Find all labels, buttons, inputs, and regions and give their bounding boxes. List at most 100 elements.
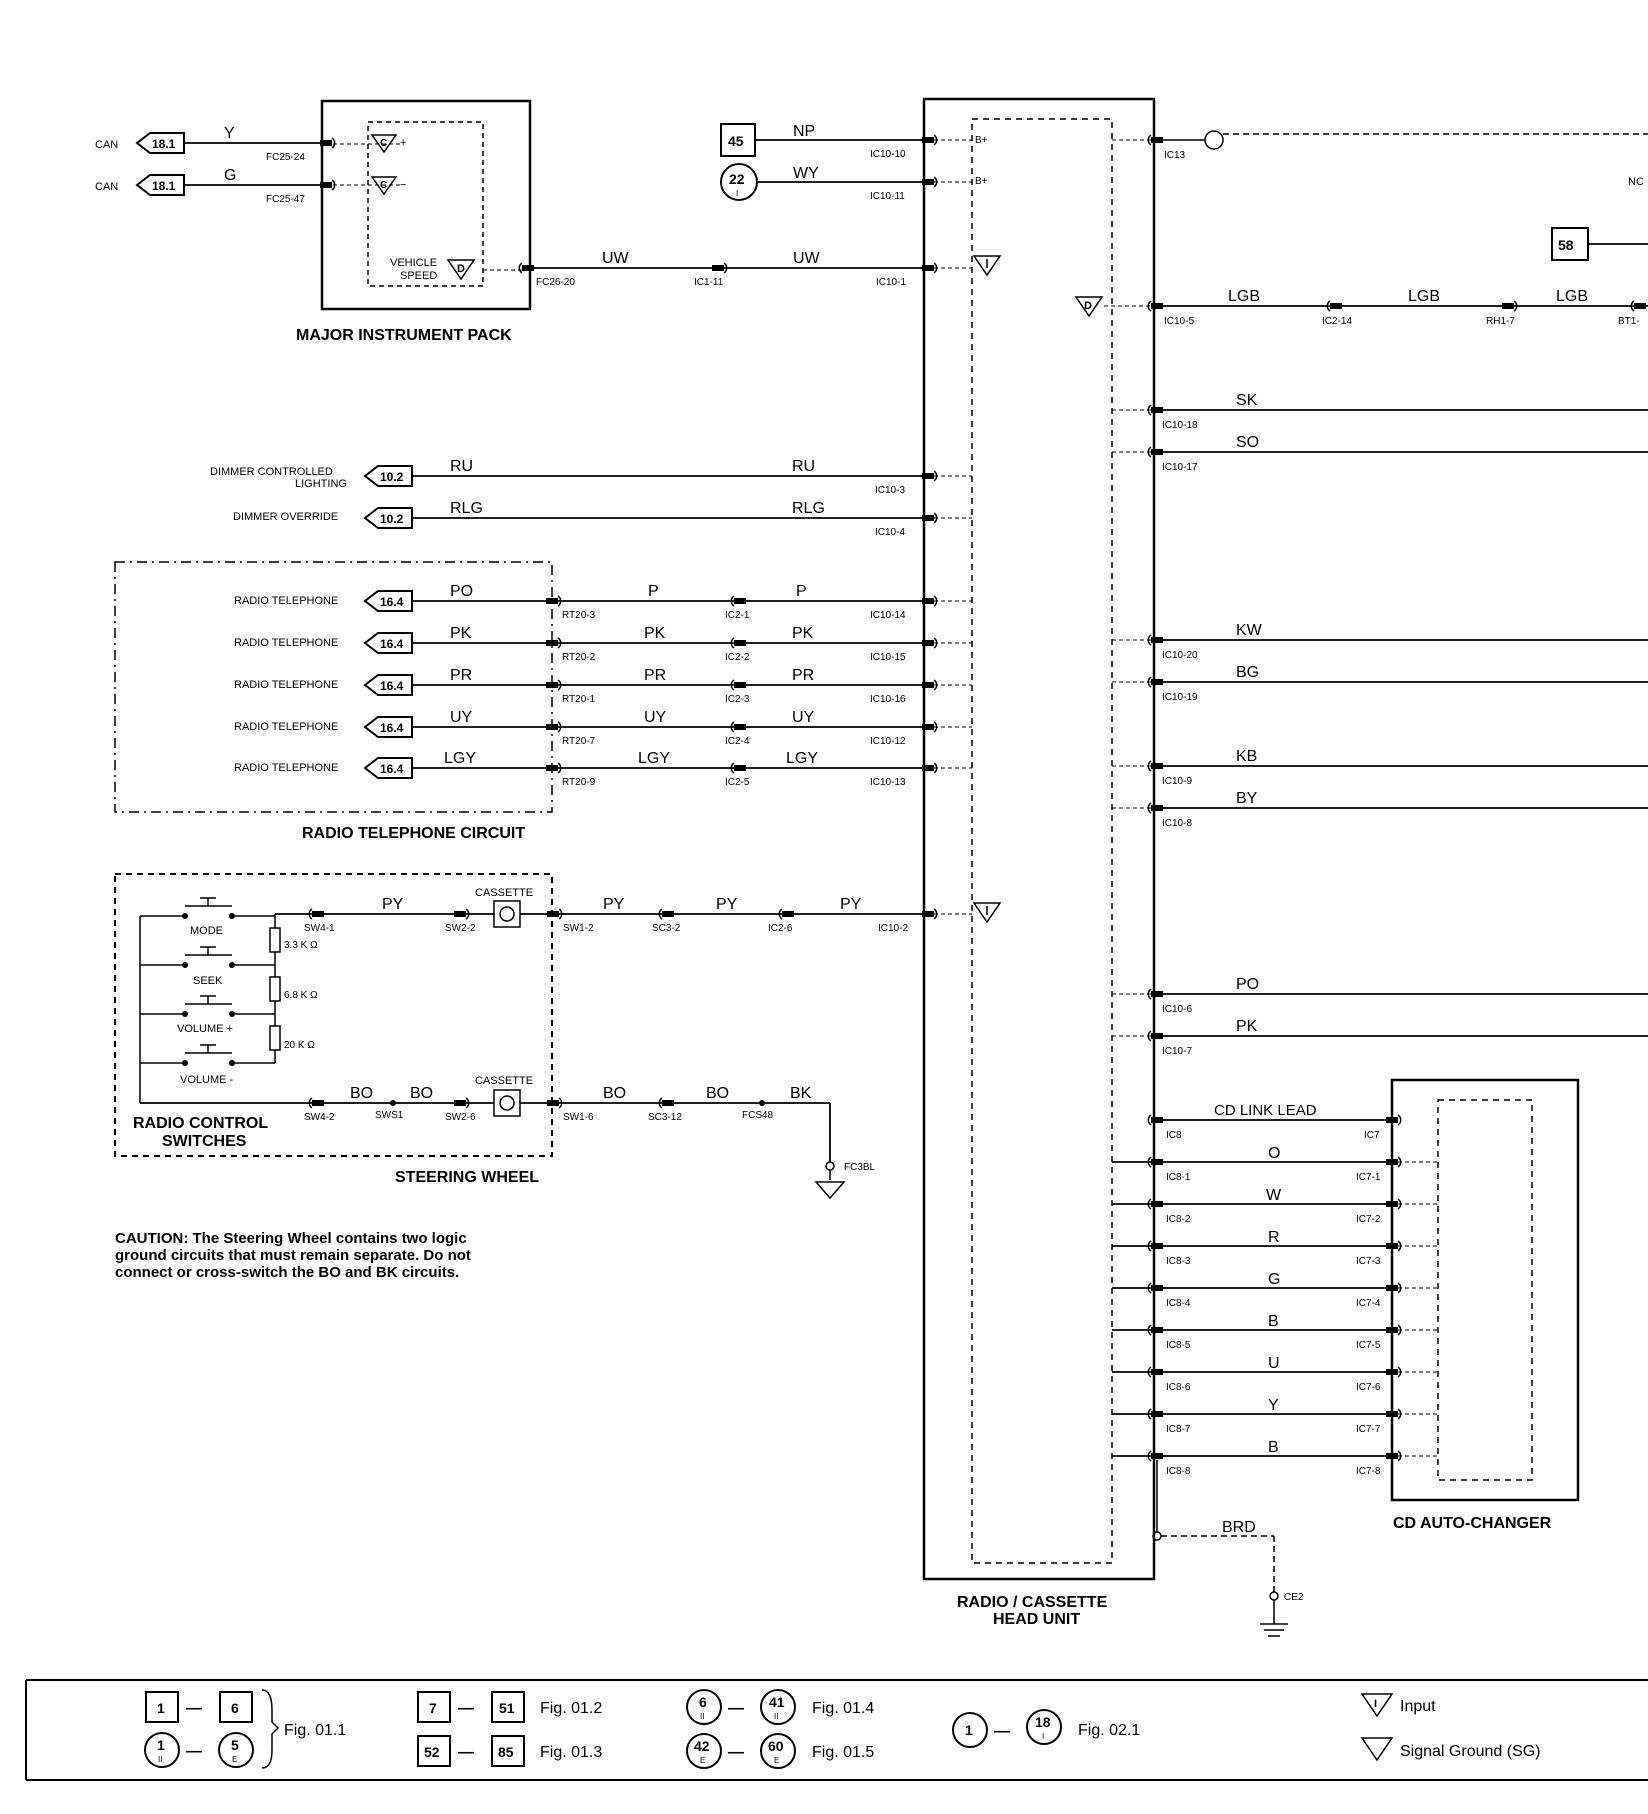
- caution-note: CAUTION: The Steering Wheel contains two…: [115, 1230, 471, 1281]
- svg-text:SC3-2: SC3-2: [652, 923, 681, 934]
- svg-text:51: 51: [499, 1700, 515, 1716]
- svg-text:3.3 K Ω: 3.3 K Ω: [284, 940, 318, 951]
- svg-text:IC10-6: IC10-6: [1162, 1004, 1192, 1015]
- svg-text:10.2: 10.2: [380, 470, 404, 484]
- svg-text:IC1-11: IC1-11: [694, 277, 724, 288]
- svg-text:B+: B+: [975, 176, 988, 187]
- svg-text:P: P: [796, 583, 807, 600]
- svg-text:IC8-4: IC8-4: [1166, 1298, 1191, 1309]
- svg-text:LIGHTING: LIGHTING: [295, 478, 347, 490]
- svg-text:IC8: IC8: [1166, 1130, 1182, 1141]
- svg-text:Fig. 01.4: Fig. 01.4: [812, 1700, 874, 1717]
- svg-text:52: 52: [424, 1744, 440, 1760]
- svg-text:G: G: [1268, 1271, 1280, 1288]
- svg-text:PO: PO: [1236, 976, 1259, 993]
- svg-text:PY: PY: [716, 896, 738, 913]
- svg-text:IC8-1: IC8-1: [1166, 1172, 1191, 1183]
- svg-text:18.1: 18.1: [152, 179, 176, 193]
- svg-text:SO: SO: [1236, 434, 1259, 451]
- svg-text:RLG: RLG: [450, 500, 483, 517]
- svg-text:IC7-5: IC7-5: [1356, 1340, 1381, 1351]
- svg-text:SW4-1: SW4-1: [304, 923, 335, 934]
- svg-text:—: —: [728, 1744, 744, 1761]
- legend-fig-02-1: 1 — 18 I Fig. 02.1: [952, 1709, 1140, 1748]
- svg-text:LGY: LGY: [444, 750, 476, 767]
- svg-text:UY: UY: [792, 709, 815, 726]
- svg-text:7: 7: [429, 1700, 437, 1716]
- svg-text:IC10-14: IC10-14: [870, 610, 906, 621]
- svg-text:LGB: LGB: [1556, 288, 1588, 305]
- svg-text:IC10-15: IC10-15: [870, 652, 906, 663]
- svg-text:IC13: IC13: [1164, 150, 1186, 161]
- legend-input-symbol: I Input: [1360, 1693, 1436, 1718]
- svg-text:I: I: [1042, 1732, 1044, 1741]
- svg-text:FC25-24: FC25-24: [266, 152, 305, 163]
- svg-text:IC2-4: IC2-4: [725, 736, 750, 747]
- steering-wheel-label: STEERING WHEEL: [395, 1169, 539, 1186]
- svg-text:58: 58: [1558, 237, 1574, 253]
- svg-text:60: 60: [768, 1738, 784, 1754]
- svg-text:IC10-19: IC10-19: [1162, 692, 1198, 703]
- svg-text:II: II: [158, 1755, 162, 1764]
- svg-text:P: P: [648, 583, 659, 600]
- svg-text:D: D: [1084, 300, 1092, 312]
- head-unit-label-2: HEAD UNIT: [993, 1611, 1080, 1628]
- svg-text:IC8-6: IC8-6: [1166, 1382, 1191, 1393]
- right-side-wires: IC13 NC 58 IC10-5 LGB IC2-14 LGB RH1-7 L…: [1147, 130, 1648, 1057]
- svg-text:Y: Y: [1268, 1397, 1279, 1414]
- svg-text:Fig. 01.2: Fig. 01.2: [540, 1700, 602, 1717]
- svg-text:Input: Input: [1400, 1698, 1436, 1715]
- svg-text:18.1: 18.1: [152, 137, 176, 151]
- svg-text:Fig. 02.1: Fig. 02.1: [1078, 1722, 1140, 1739]
- svg-text:IC10-10: IC10-10: [870, 149, 906, 160]
- svg-text:RU: RU: [450, 458, 473, 475]
- can-line-2: CAN 18.1 G FC25-47: [95, 167, 336, 205]
- svg-text:RADIO TELEPHONE: RADIO TELEPHONE: [234, 679, 338, 691]
- svg-text:IC7-7: IC7-7: [1356, 1424, 1381, 1435]
- svg-text:6: 6: [231, 1700, 239, 1716]
- power-inputs: 45 NP IC10-10 22 I WY IC10-11 B+ B+: [720, 123, 988, 202]
- svg-text:IC2-1: IC2-1: [725, 610, 750, 621]
- svg-text:E: E: [700, 1756, 705, 1765]
- svg-text:G: G: [224, 167, 236, 184]
- svg-text:KW: KW: [1236, 622, 1263, 639]
- svg-text:PK: PK: [1236, 1018, 1258, 1035]
- svg-text:CASSETTE: CASSETTE: [475, 1075, 533, 1087]
- svg-text:BO: BO: [706, 1085, 729, 1102]
- svg-text:PK: PK: [450, 625, 472, 642]
- svg-text:41: 41: [769, 1694, 785, 1710]
- svg-text:+: +: [400, 137, 406, 149]
- svg-text:42: 42: [694, 1738, 710, 1754]
- svg-text:—: —: [728, 1700, 744, 1717]
- svg-text:CD LINK LEAD: CD LINK LEAD: [1214, 1102, 1317, 1119]
- svg-text:UW: UW: [793, 250, 821, 267]
- svg-text:B+: B+: [975, 135, 988, 146]
- svg-text:CASSETTE: CASSETTE: [475, 887, 533, 899]
- svg-text:ground circuits that must rema: ground circuits that must remain separat…: [115, 1247, 471, 1264]
- legend: 1 — 6 1 II — 5 E Fig. 01.1 7 — 51 Fig. 0…: [25, 1679, 1648, 1781]
- svg-text:IC8-7: IC8-7: [1166, 1424, 1191, 1435]
- svg-text:FC25-47: FC25-47: [266, 194, 305, 205]
- svg-text:PY: PY: [382, 896, 404, 913]
- svg-text:PK: PK: [792, 625, 814, 642]
- dimmer-lines: DIMMER CONTROLLED LIGHTING 10.2 RU RU IC…: [210, 458, 938, 538]
- svg-text:Y: Y: [224, 125, 235, 142]
- svg-text:IC2-5: IC2-5: [725, 777, 750, 788]
- legend-fig-01-5: 42 E — 60 E Fig. 01.5: [686, 1733, 874, 1769]
- svg-text:BO: BO: [350, 1085, 373, 1102]
- legend-fig-01-1: 1 — 6 1 II — 5 E Fig. 01.1: [144, 1689, 346, 1769]
- svg-text:NP: NP: [793, 123, 815, 140]
- svg-text:PR: PR: [450, 667, 472, 684]
- vehicle-speed-label: VEHICLE: [390, 257, 437, 269]
- svg-text:Fig. 01.1: Fig. 01.1: [284, 1722, 346, 1739]
- svg-text:SW4-2: SW4-2: [304, 1112, 335, 1123]
- svg-text:BK: BK: [790, 1085, 812, 1102]
- can-line-1: CAN 18.1 Y FC25-24: [95, 125, 336, 163]
- svg-text:5: 5: [231, 1737, 239, 1753]
- svg-text:CAN: CAN: [95, 139, 118, 151]
- svg-text:—: —: [994, 1723, 1010, 1740]
- instrument-pack: MAJOR INSTRUMENT PACK VEHICLE SPEED D C+…: [296, 99, 532, 344]
- svg-text:D: D: [457, 263, 465, 275]
- svg-text:CAN: CAN: [95, 181, 118, 193]
